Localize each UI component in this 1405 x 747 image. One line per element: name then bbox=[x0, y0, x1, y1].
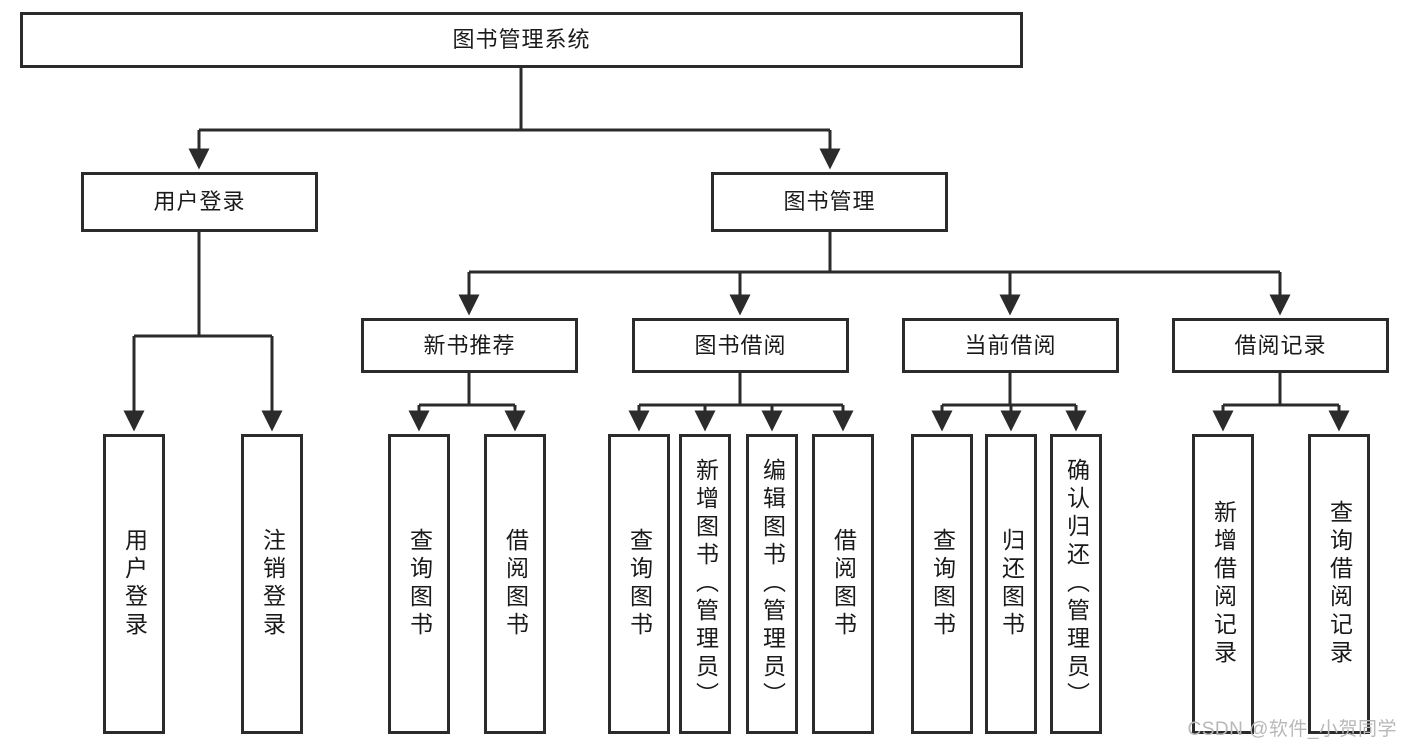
node-root[interactable]: 图书管理系统 bbox=[20, 12, 1023, 68]
node-user-login[interactable]: 用户登录 bbox=[81, 172, 318, 232]
leaf-query-record[interactable]: 查询借阅记录 bbox=[1308, 434, 1370, 734]
node-borrow-record-label: 借阅记录 bbox=[1234, 332, 1327, 358]
leaf-borrow-book-2-label: 借阅图书 bbox=[830, 528, 857, 640]
leaf-borrow-book-1-label: 借阅图书 bbox=[502, 528, 529, 640]
leaf-query-book-2-label: 查询图书 bbox=[626, 528, 653, 640]
leaf-query-book-1-label: 查询图书 bbox=[406, 528, 433, 640]
leaf-user-login[interactable]: 用户登录 bbox=[103, 434, 165, 734]
node-root-label: 图书管理系统 bbox=[452, 27, 591, 53]
leaf-confirm-return[interactable]: 确认归还（管理员） bbox=[1050, 434, 1102, 734]
leaf-query-record-label: 查询借阅记录 bbox=[1326, 500, 1353, 668]
leaf-confirm-return-label: 确认归还（管理员） bbox=[1063, 458, 1090, 710]
leaf-edit-book[interactable]: 编辑图书（管理员） bbox=[746, 434, 798, 734]
leaf-user-login-label: 用户登录 bbox=[121, 528, 148, 640]
leaf-user-logout[interactable]: 注销登录 bbox=[241, 434, 303, 734]
leaf-borrow-book-2[interactable]: 借阅图书 bbox=[812, 434, 874, 734]
leaf-return-book[interactable]: 归还图书 bbox=[985, 434, 1037, 734]
leaf-edit-book-label: 编辑图书（管理员） bbox=[759, 458, 786, 710]
node-book-borrow-label: 图书借阅 bbox=[694, 332, 787, 358]
node-book-manage-label: 图书管理 bbox=[783, 189, 876, 215]
node-new-book-recommend-label: 新书推荐 bbox=[423, 332, 516, 358]
leaf-query-book-1[interactable]: 查询图书 bbox=[388, 434, 450, 734]
leaf-add-record[interactable]: 新增借阅记录 bbox=[1192, 434, 1254, 734]
node-current-borrow[interactable]: 当前借阅 bbox=[902, 318, 1119, 373]
node-new-book-recommend[interactable]: 新书推荐 bbox=[361, 318, 578, 373]
csdn-watermark: CSDN @软件_小贺同学 bbox=[1187, 719, 1397, 740]
leaf-add-record-label: 新增借阅记录 bbox=[1210, 500, 1237, 668]
leaf-add-book-label: 新增图书（管理员） bbox=[692, 458, 719, 710]
node-book-borrow[interactable]: 图书借阅 bbox=[632, 318, 849, 373]
leaf-add-book[interactable]: 新增图书（管理员） bbox=[679, 434, 731, 734]
node-current-borrow-label: 当前借阅 bbox=[964, 332, 1057, 358]
leaf-query-book-3-label: 查询图书 bbox=[929, 528, 956, 640]
node-borrow-record[interactable]: 借阅记录 bbox=[1172, 318, 1389, 373]
leaf-query-book-2[interactable]: 查询图书 bbox=[608, 434, 670, 734]
leaf-query-book-3[interactable]: 查询图书 bbox=[911, 434, 973, 734]
leaf-return-book-label: 归还图书 bbox=[998, 528, 1025, 640]
node-user-login-label: 用户登录 bbox=[153, 189, 246, 215]
leaf-user-logout-label: 注销登录 bbox=[259, 528, 286, 640]
node-book-manage[interactable]: 图书管理 bbox=[711, 172, 948, 232]
leaf-borrow-book-1[interactable]: 借阅图书 bbox=[484, 434, 546, 734]
